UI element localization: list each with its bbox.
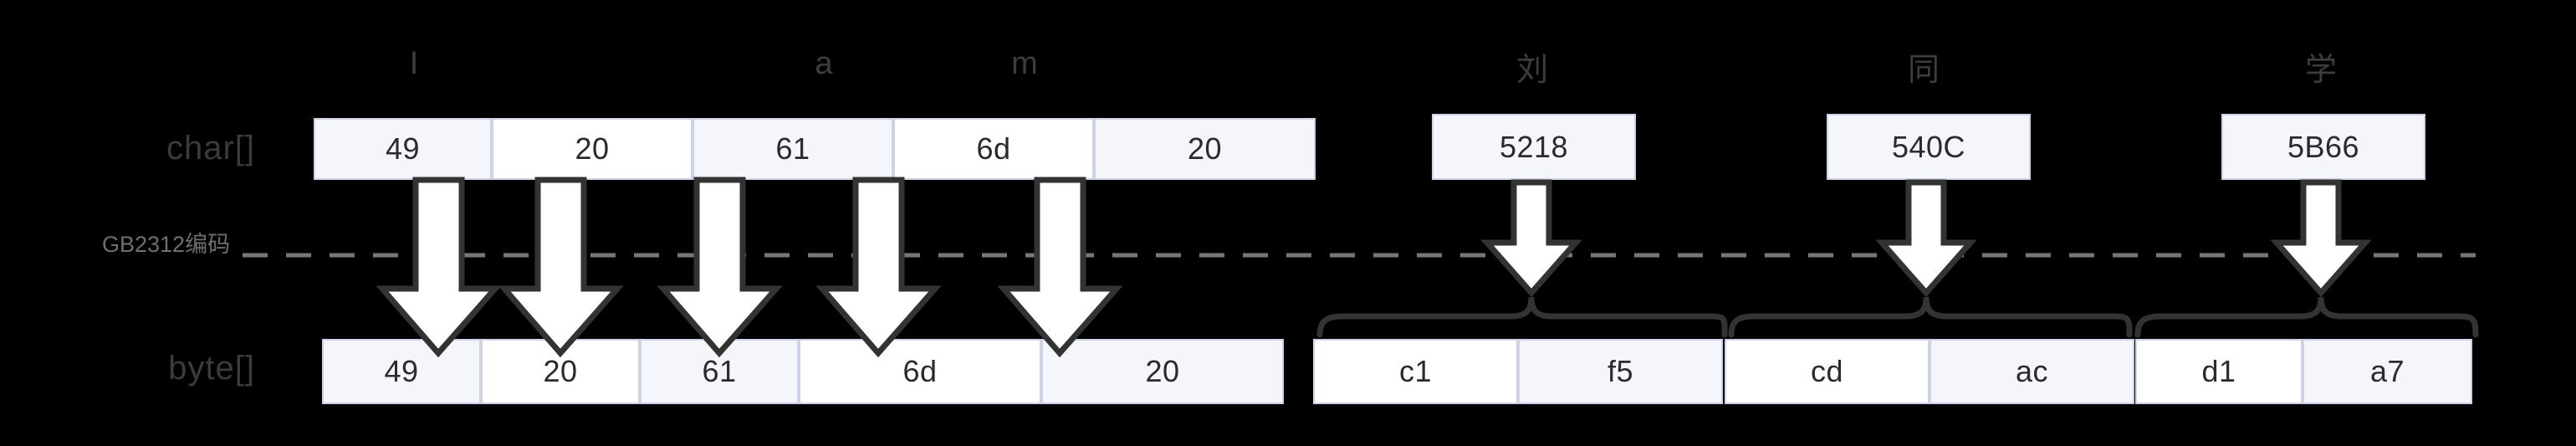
byte-array-row-label: byte[]	[168, 350, 255, 387]
byte-cell[interactable]: cd	[1725, 339, 1929, 404]
byte-cell[interactable]: ac	[1929, 339, 2134, 404]
char-cell[interactable]: 49	[314, 118, 492, 180]
source-char-label-2: a	[815, 46, 833, 81]
direct-arrow	[376, 177, 1123, 358]
brace-arrow	[1480, 179, 2372, 298]
byte-cell[interactable]: 61	[640, 339, 799, 404]
byte-pair-brace	[1316, 296, 2479, 338]
char-cell[interactable]: 20	[492, 118, 693, 180]
char-cell[interactable]: 5218	[1432, 114, 1636, 180]
byte-cell[interactable]: 20	[481, 339, 640, 404]
byte-cell[interactable]: d1	[2135, 339, 2303, 404]
char-cell[interactable]: 540C	[1827, 114, 2031, 180]
char-cell[interactable]: 20	[1094, 118, 1316, 180]
source-char-label-5: 刘	[1515, 53, 1548, 88]
byte-cell[interactable]: 49	[322, 339, 481, 404]
char-cell[interactable]: 6d	[893, 118, 1094, 180]
byte-cell[interactable]: a7	[2303, 339, 2472, 404]
source-char-label-6: 同	[1907, 53, 1940, 88]
char-array-row-label: char[]	[166, 130, 255, 167]
byte-cell[interactable]: 6d	[799, 339, 1041, 404]
byte-cell[interactable]: c1	[1313, 339, 1518, 404]
source-char-label-3: m	[1011, 46, 1038, 81]
encoding-label: GB2312编码	[102, 232, 231, 257]
source-char-label-0: I	[409, 46, 419, 81]
byte-cell[interactable]: f5	[1518, 339, 1723, 404]
char-cell[interactable]: 61	[693, 118, 893, 180]
char-cell[interactable]: 5B66	[2221, 114, 2425, 180]
source-char-label-7: 学	[2304, 53, 2337, 88]
byte-cell[interactable]: 20	[1041, 339, 1284, 404]
